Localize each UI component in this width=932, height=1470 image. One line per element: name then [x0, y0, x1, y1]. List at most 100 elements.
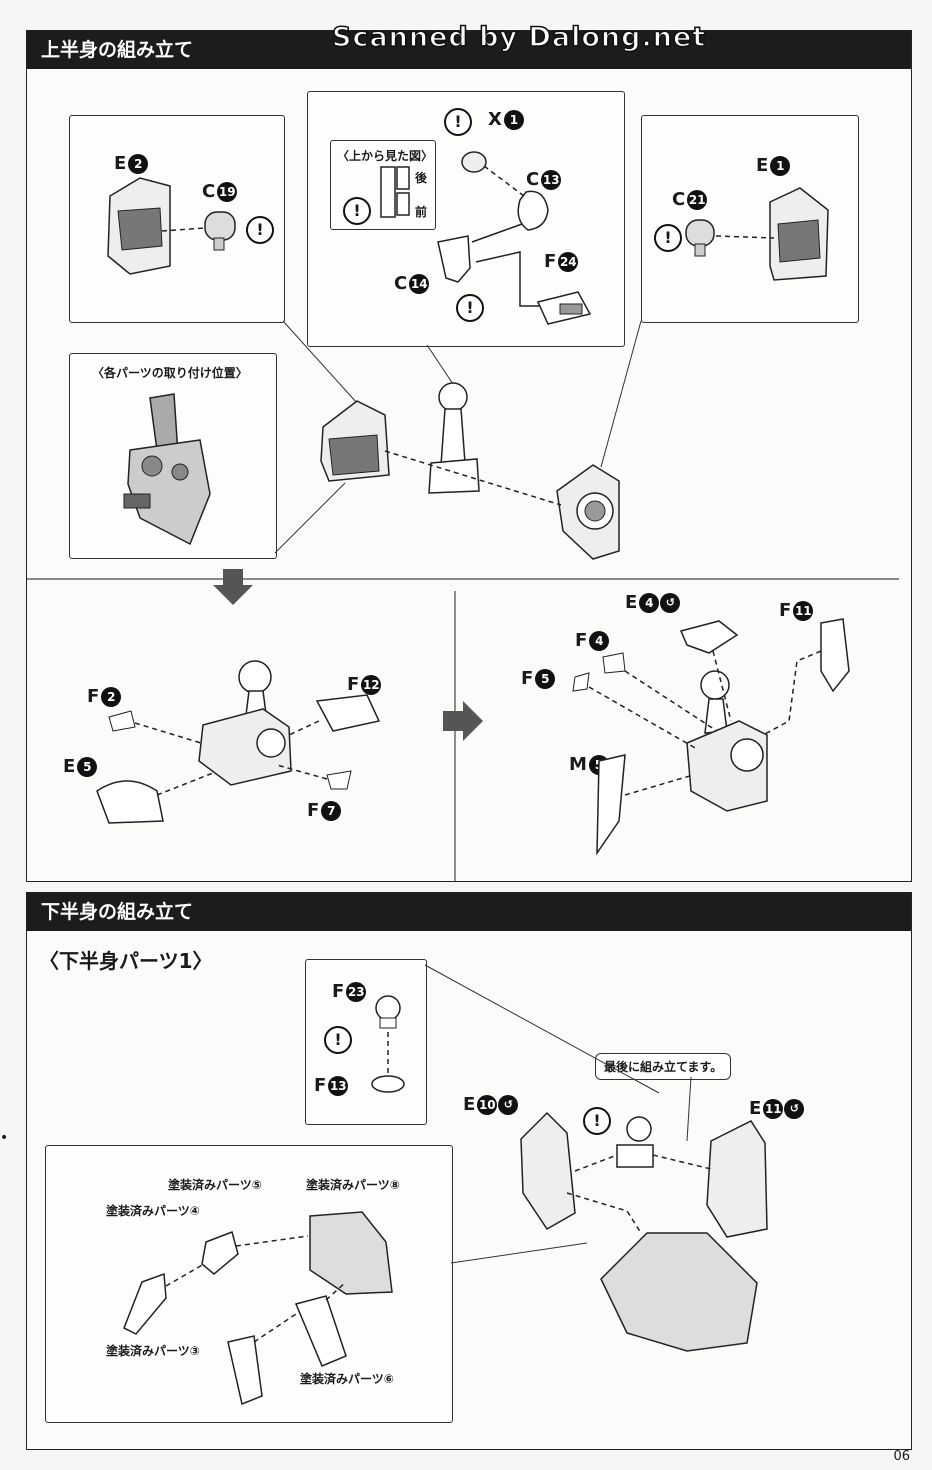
- rotate-direction-icon: ↺: [660, 593, 681, 613]
- lower-body-subtitle: 〈下半身パーツ1〉: [39, 949, 213, 973]
- callout-letter: F: [575, 630, 588, 651]
- callout-letter: E: [63, 756, 76, 777]
- part-number-badge: 11: [793, 601, 814, 621]
- rotate-direction-icon: ↺: [784, 1099, 805, 1119]
- part-number-badge: 1: [503, 110, 524, 130]
- part-number-badge: 24: [558, 252, 579, 272]
- painted-parts-illustration: [123, 1211, 393, 1406]
- callout-letter: C: [202, 181, 216, 202]
- part-number-badge: 11: [763, 1099, 784, 1119]
- warning-icon: !: [456, 294, 484, 322]
- painted-part-6-label: 塗装済みパーツ⑥: [300, 1372, 394, 1386]
- part-number-badge: 4: [639, 593, 660, 613]
- part-number-badge: 2: [101, 687, 122, 707]
- callout-letter: E: [463, 1094, 476, 1115]
- painted-part-3-label: 塗装済みパーツ③: [106, 1344, 200, 1358]
- part-number-badge: 2: [128, 154, 149, 174]
- painted-part-4-label: 塗装済みパーツ④: [106, 1204, 200, 1218]
- callout-letter: E: [114, 153, 127, 174]
- callout-letter: C: [672, 189, 686, 210]
- warning-icon: !: [246, 216, 274, 244]
- warning-icon: !: [444, 108, 472, 136]
- callout-letter: F: [521, 668, 534, 689]
- page-number: 06: [893, 1449, 910, 1464]
- painted-part-5-label: 塗装済みパーツ⑤: [168, 1178, 262, 1192]
- top-view-illustration: [380, 166, 410, 218]
- callout-letter: F: [314, 1075, 327, 1096]
- callout-letter: F: [347, 674, 360, 695]
- part-number-badge: 1: [770, 156, 791, 176]
- callout-letter: C: [526, 169, 540, 190]
- lower-assembly-illustration: [424, 964, 768, 1352]
- callout-letter: F: [779, 600, 792, 621]
- callout-letter: E: [756, 155, 769, 176]
- upper-assembly-illustration: [27, 320, 899, 881]
- edge-mark: •: [0, 1130, 9, 1146]
- part-number-badge: 4: [589, 631, 610, 651]
- callout-letter: E: [749, 1098, 762, 1119]
- scan-credit: Scanned by Dalong.net: [331, 21, 707, 54]
- rotate-direction-icon: ↺: [498, 1095, 519, 1115]
- top-view-back-label: 後: [415, 171, 428, 185]
- painted-part-8-label: 塗装済みパーツ⑧: [306, 1178, 400, 1192]
- part-number-badge: 12: [361, 675, 382, 695]
- attach-position-illustration: [123, 393, 211, 546]
- f23-f13-illustration: [371, 995, 405, 1093]
- lower-body-title: 下半身の組み立て: [27, 893, 911, 931]
- callout-letter: F: [544, 251, 557, 272]
- part-number-badge: 23: [346, 982, 367, 1002]
- warning-icon: !: [654, 224, 682, 252]
- last-assembly-note: 最後に組み立てます。: [595, 1053, 732, 1080]
- panel-painted-parts: 塗装済みパーツ⑤ 塗装済みパーツ⑧ 塗装済みパーツ④ 塗装済みパーツ③ 塗装済み…: [45, 1145, 453, 1423]
- upper-steps-illustration: [96, 618, 850, 856]
- panel-attach-position: 〈各パーツの取り付け位置〉: [69, 353, 277, 559]
- part-number-badge: 13: [328, 1076, 349, 1096]
- callout-letter: F: [307, 800, 320, 821]
- part-number-badge: 5: [77, 757, 98, 777]
- part-e1-illustration: [685, 187, 829, 281]
- attach-position-label: 〈各パーツの取り付け位置〉: [92, 366, 248, 380]
- part-number-badge: 5: [535, 669, 556, 689]
- part-number-badge: 19: [217, 182, 238, 202]
- callout-letter: X: [488, 109, 502, 130]
- part-number-badge: 21: [687, 190, 708, 210]
- warning-icon: !: [583, 1107, 611, 1135]
- callout-letter: F: [87, 686, 100, 707]
- upper-body-title: 上半身の組み立て: [27, 31, 911, 69]
- top-view-front-label: 前: [415, 205, 428, 219]
- callout-letter: M: [569, 754, 587, 775]
- callout-letter: C: [394, 273, 408, 294]
- shoulder-joint-illustration: [437, 151, 592, 325]
- part-number-badge: 14: [409, 274, 430, 294]
- callout-letter: E: [625, 592, 638, 613]
- top-view-inset: 〈上から見た図〉 後 前 !: [330, 140, 436, 230]
- part-number-badge: 13: [541, 170, 562, 190]
- part-number-badge: 7: [321, 801, 342, 821]
- top-view-label: 〈上から見た図〉: [337, 149, 434, 163]
